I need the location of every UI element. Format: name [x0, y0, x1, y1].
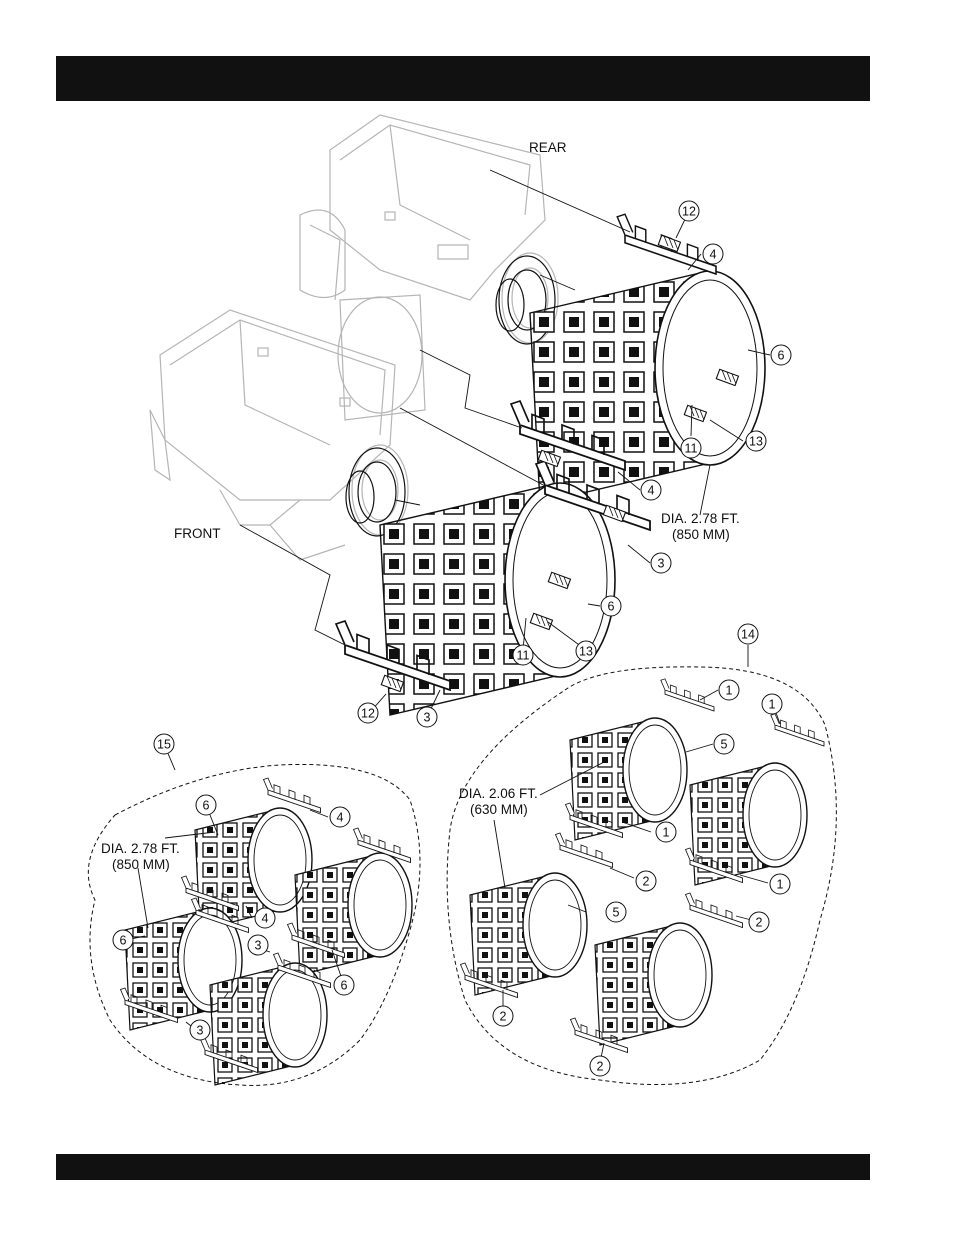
kit14-scraper-f — [686, 893, 743, 928]
callout-number: 6 — [203, 798, 210, 812]
callout-5: 5 — [714, 734, 734, 754]
callout-number: 2 — [643, 874, 650, 888]
callout-4: 4 — [703, 244, 723, 264]
callout-13: 13 — [576, 641, 596, 661]
callout-3: 3 — [190, 1020, 210, 1040]
callout-4: 4 — [330, 807, 350, 827]
callout-number: 12 — [361, 706, 375, 720]
callout-number: 3 — [255, 938, 262, 952]
callout-3: 3 — [417, 707, 437, 727]
callout-number: 1 — [777, 877, 784, 891]
callout-4: 4 — [255, 908, 275, 928]
kit14-diameter-label: DIA. 2.06 FT. — [459, 786, 538, 801]
callout-4: 4 — [641, 480, 661, 500]
callout-number: 2 — [597, 1059, 604, 1073]
front-label: FRONT — [174, 526, 221, 541]
callout-number: 5 — [613, 905, 620, 919]
kit14-scraper-a — [661, 679, 714, 711]
callout-number: 12 — [682, 204, 696, 218]
callout-number: 6 — [341, 978, 348, 992]
callout-number: 6 — [608, 599, 615, 613]
callout-number: 13 — [579, 644, 593, 658]
callout-1: 1 — [762, 694, 782, 714]
callout-6: 6 — [601, 596, 621, 616]
kit15-diameter-label: DIA. 2.78 FT. — [101, 841, 180, 856]
kit15-wheel-4 — [210, 963, 327, 1085]
callout-number: 1 — [663, 825, 670, 839]
machine-chassis — [150, 115, 558, 560]
kit14-wheel-4 — [595, 923, 712, 1045]
callout-6: 6 — [196, 795, 216, 815]
kit15-diameter-mm-label: (850 MM) — [112, 857, 170, 872]
callout-3: 3 — [651, 553, 671, 573]
callout-1: 1 — [770, 874, 790, 894]
callout-15: 15 — [154, 734, 174, 754]
callout-number: 2 — [500, 1009, 507, 1023]
callout-number: 5 — [721, 737, 728, 751]
callout-number: 1 — [769, 697, 776, 711]
callout-number: 3 — [424, 710, 431, 724]
callout-5: 5 — [606, 902, 626, 922]
callout-number: 15 — [157, 737, 171, 751]
callout-number: 4 — [710, 247, 717, 261]
callout-2: 2 — [636, 871, 656, 891]
callout-number: 4 — [648, 483, 655, 497]
callout-6: 6 — [113, 930, 133, 950]
callout-14: 14 — [738, 624, 758, 644]
callout-11: 11 — [681, 438, 701, 458]
callout-1: 1 — [656, 822, 676, 842]
callout-6: 6 — [334, 975, 354, 995]
kit15-scraper-a — [264, 778, 321, 813]
callout-number: 3 — [197, 1023, 204, 1037]
callout-number: 4 — [262, 911, 269, 925]
bolt-front-upper — [603, 505, 625, 521]
callout-number: 2 — [756, 915, 763, 929]
rear-padfoot-wheel — [530, 271, 765, 503]
kit15-wheel-2 — [295, 853, 412, 975]
callout-1: 1 — [719, 680, 739, 700]
callout-12: 12 — [679, 201, 699, 221]
front-padfoot-wheel — [380, 483, 615, 715]
callout-6: 6 — [771, 345, 791, 365]
callout-number: 4 — [337, 810, 344, 824]
rear-diameter-label: DIA. 2.78 FT. — [661, 511, 740, 526]
kit14-wheel-3 — [470, 873, 587, 995]
callout-2: 2 — [493, 1006, 513, 1026]
callout-number: 11 — [685, 441, 698, 455]
callout-13: 13 — [746, 431, 766, 451]
callout-number: 11 — [517, 648, 530, 662]
kit14-scraper-b — [771, 714, 824, 746]
callout-number: 14 — [741, 627, 755, 641]
callout-number: 13 — [749, 434, 763, 448]
callout-number: 6 — [120, 933, 127, 947]
callout-number: 6 — [778, 348, 785, 362]
callout-2: 2 — [749, 912, 769, 932]
callout-12: 12 — [358, 703, 378, 723]
callout-3: 3 — [248, 935, 268, 955]
kit14-diameter-mm-label: (630 MM) — [470, 802, 528, 817]
callout-2: 2 — [590, 1056, 610, 1076]
rear-label: REAR — [529, 140, 567, 155]
callout-number: 3 — [658, 556, 665, 570]
callout-11: 11 — [513, 645, 533, 665]
callout-number: 1 — [726, 683, 733, 697]
rear-diameter-mm-label: (850 MM) — [672, 527, 730, 542]
